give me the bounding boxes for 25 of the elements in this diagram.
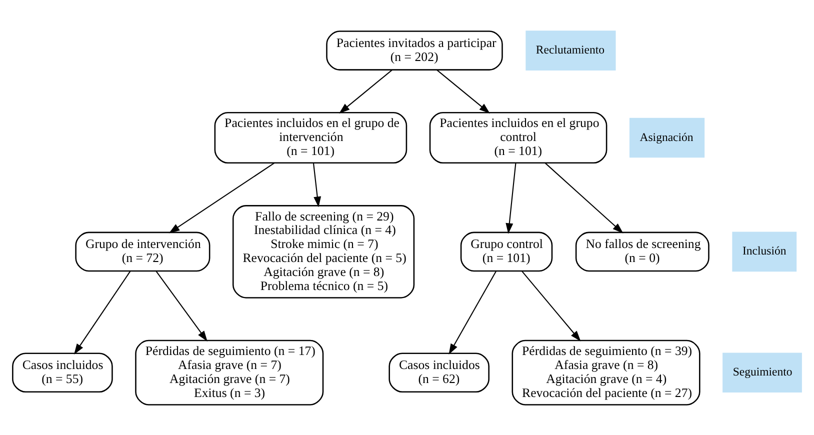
node-box: Grupo de intervención (n = 72) bbox=[75, 231, 210, 272]
node-box: Inclusión bbox=[732, 231, 797, 272]
node-box: Pacientes incluidos en el grupo de intervención (n = 101) bbox=[214, 111, 408, 164]
node-box: Reclutamiento bbox=[526, 30, 616, 70]
arrow bbox=[544, 162, 624, 233]
arrow bbox=[339, 69, 392, 113]
arrow bbox=[312, 162, 322, 207]
node-box: Casos incluidos (n = 62) bbox=[388, 352, 490, 392]
arrow bbox=[168, 162, 275, 233]
node-box: Fallo de screening (n = 29) Inestabilidad clínica (n = 4) Stroke mimic (n = 7) Revocación del paciente (n = 5) Agitación grave (n = 8) Problema técnico (n = 5) bbox=[232, 204, 415, 298]
node-box: Asignación bbox=[629, 117, 705, 158]
arrow bbox=[522, 270, 581, 341]
arrow bbox=[448, 270, 496, 354]
node-box: Pérdidas de seguimiento (n = 39) Afasia grave (n = 8) Agitación grave (n = 4) Revocación del paciente (n = 27) bbox=[512, 339, 700, 405]
arrow bbox=[436, 69, 490, 113]
node-box: Casos incluidos (n = 55) bbox=[12, 352, 113, 392]
node-box: Pacientes incluidos en el grupo control (n = 101) bbox=[429, 111, 608, 164]
node-box: Pacientes invitados a participar (n = 202) bbox=[326, 30, 503, 70]
node-box: Seguimiento bbox=[722, 352, 802, 392]
arrow bbox=[74, 270, 131, 354]
arrow bbox=[156, 270, 208, 341]
arrow bbox=[506, 162, 516, 234]
node-box: Pérdidas de seguimiento (n = 17) Afasia grave (n = 7) Agitación grave (n = 7) Exitus (n = 3) bbox=[135, 339, 324, 405]
node-box: Grupo control (n = 101) bbox=[460, 231, 553, 272]
node-box: No fallos de screening (n = 0) bbox=[575, 231, 710, 272]
